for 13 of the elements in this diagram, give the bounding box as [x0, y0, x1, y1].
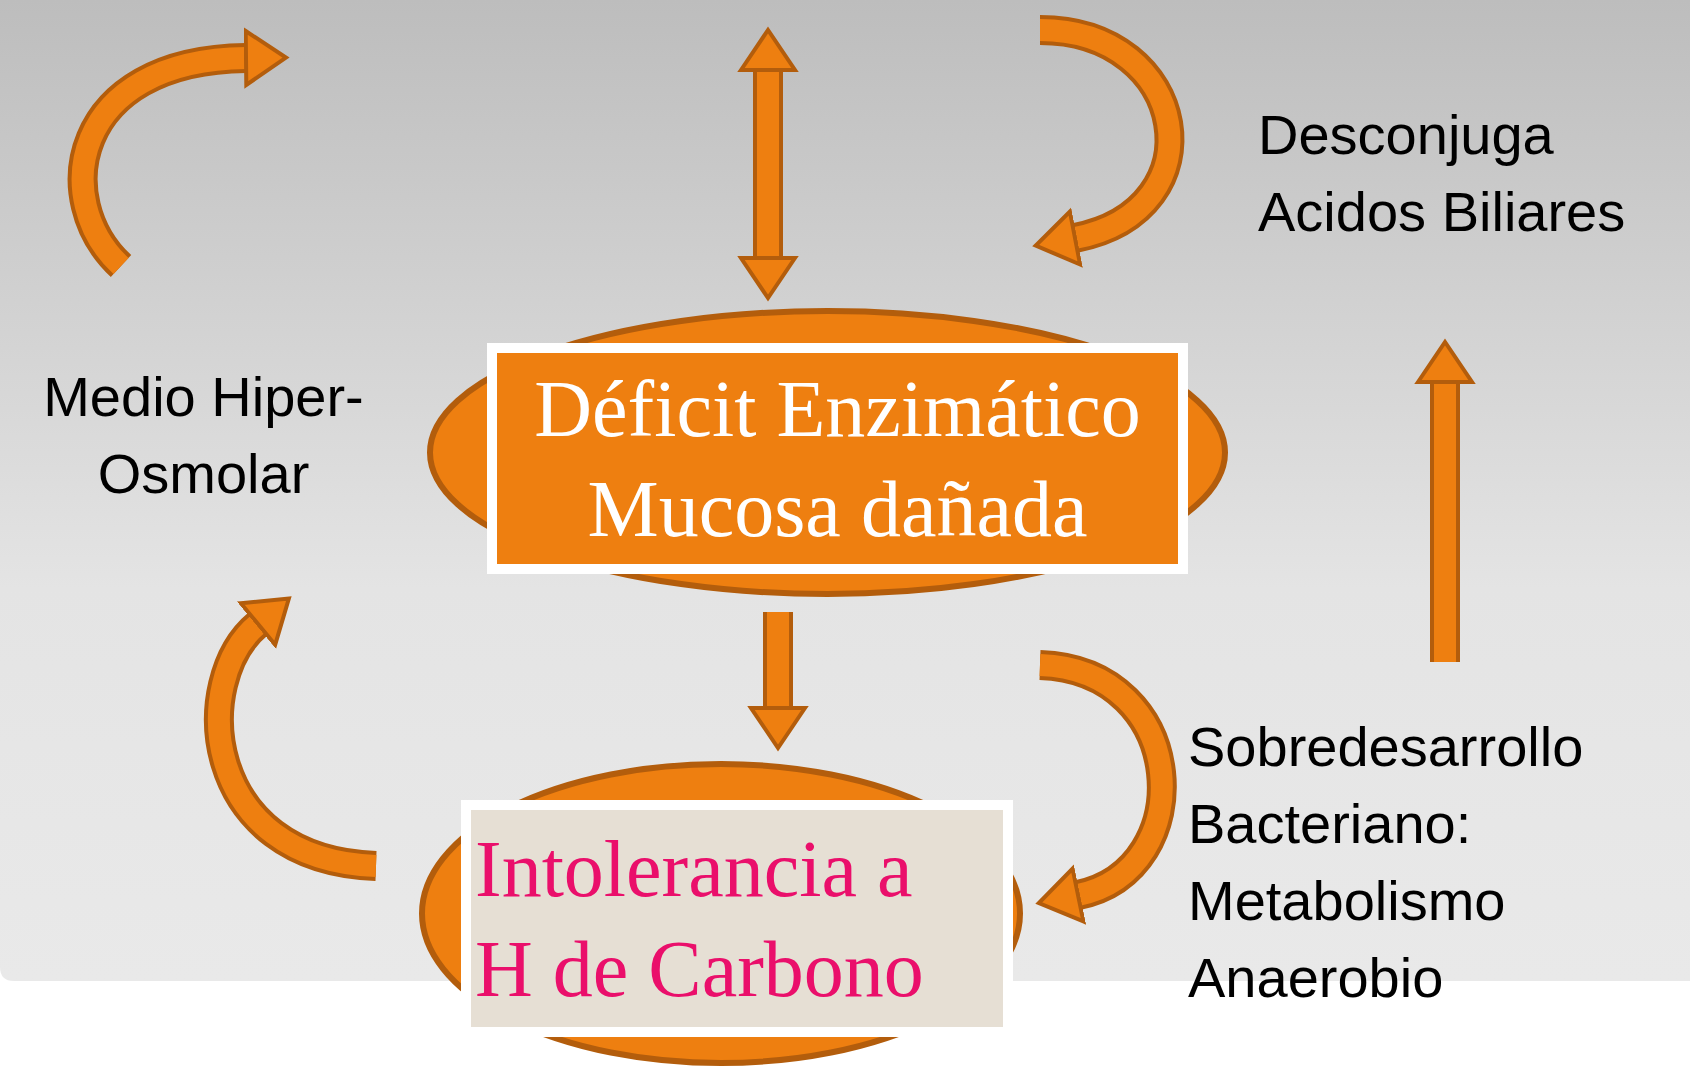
- block-arrow: [71, 29, 288, 274]
- block-arrow: [1034, 19, 1180, 266]
- node-text: Intolerancia a H de Carbono: [475, 823, 925, 1015]
- caption-text: Medio Hiper- Osmolar: [42, 364, 365, 507]
- block-arrow: [749, 612, 807, 750]
- ellipse-node: [426, 307, 1229, 598]
- caption-text: Sobredesarrollo Bacteriano: Metabolismo Anaerobio: [1188, 714, 1585, 1011]
- caption-text: Desconjuga Acidos Biliares: [1258, 102, 1627, 245]
- block-arrow: [1416, 340, 1474, 662]
- block-arrow: [739, 28, 797, 300]
- node-text: Déficit Enzimático Mucosa dañada: [533, 363, 1142, 555]
- block-arrow: [1038, 654, 1173, 923]
- ellipse-node: [418, 760, 1024, 1067]
